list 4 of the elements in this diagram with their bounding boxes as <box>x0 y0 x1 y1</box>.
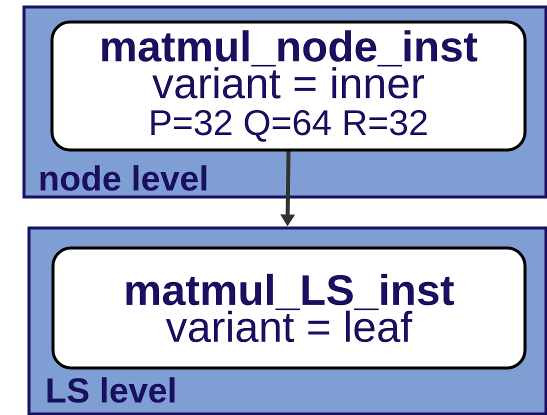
level-label: node level <box>40 165 206 191</box>
instance-box: matmul_LS_inst variant = leaf <box>52 246 526 370</box>
instance-box: matmul_node_inst variant = inner P=32 Q=64 R=32 <box>50 20 526 152</box>
level-label: LS level <box>48 377 174 403</box>
